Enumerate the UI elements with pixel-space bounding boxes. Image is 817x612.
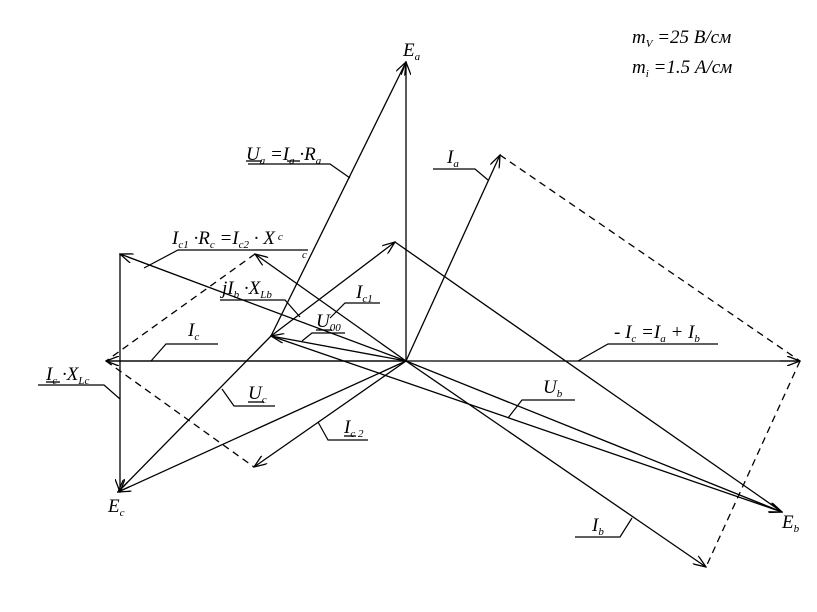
phasor-Ua — [270, 62, 406, 337]
leader-Ua — [248, 163, 351, 179]
label-Uc: Uc — [248, 383, 267, 406]
scale-voltage: mV =25 В/см — [632, 27, 731, 50]
phasor-jIbXLb — [255, 254, 407, 362]
phasor-U00 — [271, 336, 407, 362]
label-minus-Ic-eq: - Ic =Ia + Ib — [614, 322, 700, 345]
label-Ec: Ec — [107, 496, 125, 519]
line-Ic1-tip-to-Eb — [394, 241, 783, 513]
leader-minusIc — [577, 343, 718, 362]
phasor-Ec — [118, 360, 407, 492]
label-Ua-eq: Ua =Ia ·Ra — [246, 144, 322, 167]
phasor-Ib — [405, 360, 706, 567]
label-Ub: Ub — [543, 377, 563, 400]
label-U00: U00 — [316, 311, 341, 334]
leader-Uc — [221, 388, 275, 407]
phasor-Ic2 — [254, 360, 407, 467]
label-Ib: Ib — [591, 515, 604, 538]
leader-jIbXLb — [220, 299, 301, 318]
label-IcXLc: Ic ·XLc — [45, 364, 89, 387]
phasor-IcRc — [120, 254, 407, 362]
dashed-Ic2-parallel — [105, 360, 255, 468]
dashed-Ib-parallel — [705, 360, 801, 568]
label-Eb: Eb — [781, 512, 800, 535]
label-jIbXLb: jIb ·XLb — [219, 278, 272, 301]
leader-U00 — [301, 332, 345, 342]
label-Ea: Ea — [402, 40, 421, 63]
leader-Ub — [507, 399, 575, 419]
phasor-Uc — [118, 335, 272, 492]
leader-IcXLc — [38, 384, 121, 400]
leader-Ic — [150, 343, 218, 362]
leader-Ib — [575, 517, 633, 538]
phasor-Ia — [405, 155, 500, 362]
label-Ia: Ia — [446, 147, 459, 170]
label-Ic2: Ic 2 — [343, 417, 364, 440]
dashed-Ia-parallel — [499, 154, 801, 362]
phasor-Eb — [270, 335, 782, 512]
leader-IcRc — [143, 249, 308, 269]
label-Ic: Ic — [187, 320, 199, 343]
label-Ic1: Ic1 — [355, 282, 373, 305]
phasor-Ub — [405, 360, 782, 512]
phasor-Ic1 — [270, 242, 395, 337]
label-IcRc-eq-sub: c — [302, 249, 307, 261]
scale-current: mi =1.5 А/см — [632, 57, 732, 80]
leader-Ia — [433, 168, 489, 181]
leader-Ic2 — [317, 421, 368, 441]
dashed-Ic1-parallel — [105, 253, 256, 362]
leader-Ic1 — [329, 302, 380, 319]
